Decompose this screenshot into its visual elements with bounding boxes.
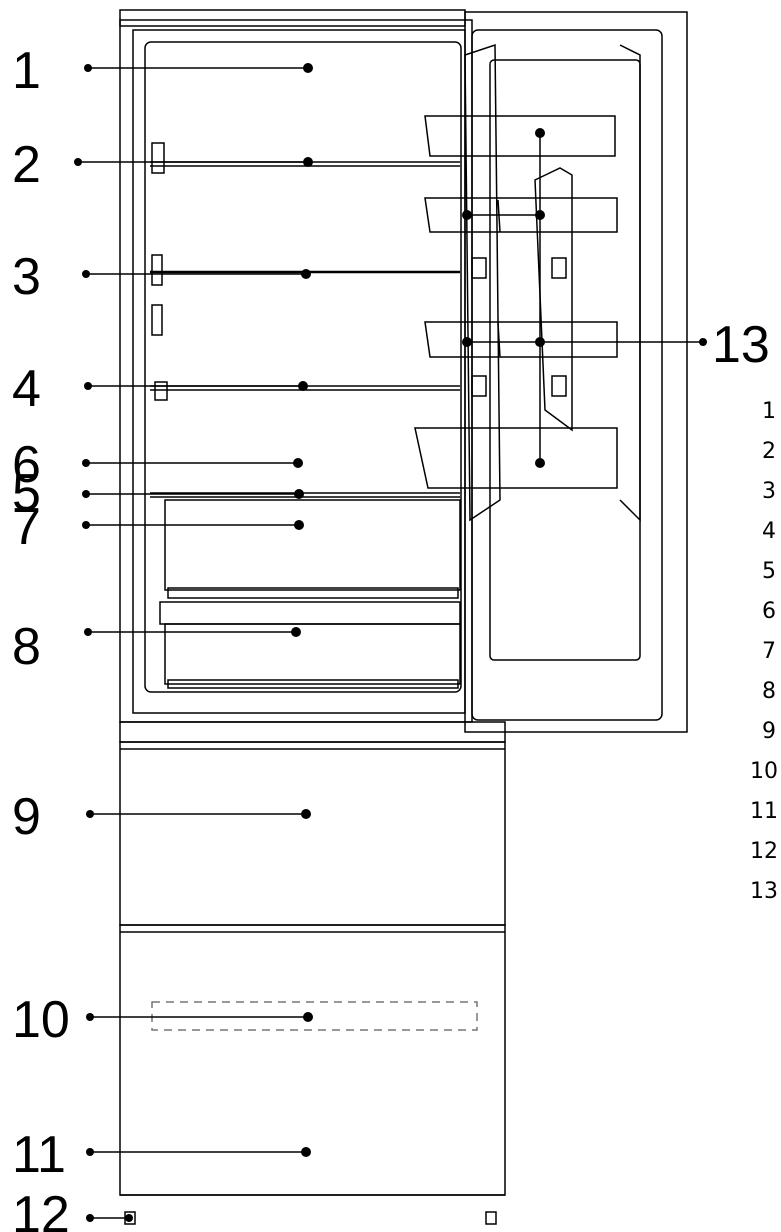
dot — [535, 458, 545, 468]
dot — [462, 337, 472, 347]
dot — [535, 210, 545, 220]
dot — [301, 1147, 311, 1157]
door-side-rail — [619, 44, 641, 522]
dot — [699, 338, 707, 346]
dot — [294, 489, 304, 499]
fridge-door — [464, 11, 688, 733]
shelf-support — [154, 381, 168, 401]
legend-list: 1 2 3 4 5 6 7 8 9 10 11 12 13 — [750, 399, 778, 904]
leader-lines — [78, 67, 703, 1219]
dot — [86, 1013, 94, 1021]
callout-13: 13 — [712, 316, 770, 374]
dot — [301, 269, 311, 279]
dot — [535, 337, 545, 347]
callout-10: 10 — [12, 991, 70, 1049]
freezer-drawer-9 — [119, 741, 506, 926]
dot — [294, 520, 304, 530]
door-bin-3 — [424, 321, 618, 358]
callout-2: 2 — [12, 136, 41, 194]
door-bin-top — [424, 115, 616, 157]
foot-right — [485, 1211, 497, 1225]
door-bin-bottom — [414, 427, 618, 489]
callout-12: 12 — [12, 1186, 70, 1232]
legend-number: 13 — [750, 879, 778, 904]
dot — [298, 381, 308, 391]
dot — [462, 210, 472, 220]
legend-number: 12 — [750, 839, 778, 864]
legend-number: 11 — [750, 799, 778, 824]
hinge-strip — [119, 721, 506, 743]
dot — [86, 1148, 94, 1156]
fridge-top-edge — [119, 9, 466, 27]
dot — [82, 490, 90, 498]
door-liner-outer — [471, 29, 663, 721]
dot — [301, 809, 311, 819]
callout-8: 8 — [12, 618, 41, 676]
legend-number: 7 — [762, 639, 776, 664]
dot — [293, 458, 303, 468]
legend-number: 9 — [762, 719, 776, 744]
crisper-drawer-6-lip — [167, 587, 459, 599]
legend-number: 5 — [762, 559, 776, 584]
dot — [82, 521, 90, 529]
legend-number: 10 — [750, 759, 778, 784]
dot — [86, 810, 94, 818]
legend-number: 6 — [762, 599, 776, 624]
bin-clip — [551, 257, 567, 279]
legend-number: 4 — [762, 519, 776, 544]
dot — [303, 1012, 313, 1022]
dot — [84, 64, 92, 72]
callout-7: 7 — [12, 498, 41, 556]
crisper-drawer-6 — [164, 499, 461, 591]
shelf-support — [151, 304, 163, 336]
crisper-drawer-8 — [164, 623, 461, 685]
door-gasket — [464, 43, 501, 522]
callout-9: 9 — [12, 788, 41, 846]
crisper-drawer-8-lip — [167, 679, 459, 689]
fridge-drawing — [119, 9, 688, 1225]
bin-clip — [471, 257, 487, 279]
bin-clip — [471, 375, 487, 397]
dot — [535, 128, 545, 138]
legend-number: 1 — [762, 399, 776, 424]
callout-6: 6 — [12, 436, 41, 494]
callout-dots — [74, 63, 707, 1222]
dot — [125, 1214, 133, 1222]
door-bin-2 — [424, 197, 618, 233]
door-bin-divider — [497, 322, 501, 358]
legend-number: 2 — [762, 439, 776, 464]
callout-3: 3 — [12, 248, 41, 306]
shelf-support — [151, 142, 165, 174]
door-bottle-holder — [534, 167, 573, 432]
callout-1: 1 — [12, 42, 41, 100]
dot — [303, 63, 313, 73]
dashed-compartment-10 — [151, 1001, 478, 1031]
legend-number: 8 — [762, 679, 776, 704]
dot — [291, 627, 301, 637]
bin-clip — [551, 375, 567, 397]
legend-number: 3 — [762, 479, 776, 504]
drawer-cover-7 — [159, 601, 461, 625]
callout-labels: 1 2 3 4 5 6 7 8 9 10 11 12 13 — [12, 42, 770, 1232]
freezer-drawer-lower — [119, 924, 506, 1196]
dot — [84, 382, 92, 390]
door-liner-inner — [489, 59, 641, 661]
dot — [303, 157, 313, 167]
door-bin-divider — [497, 199, 501, 233]
dot — [82, 459, 90, 467]
callout-5: 5 — [12, 464, 41, 522]
dot — [82, 270, 90, 278]
callout-4: 4 — [12, 360, 41, 418]
fridge-liner — [144, 41, 462, 693]
shelf-support — [151, 254, 163, 286]
callout-11: 11 — [12, 1126, 66, 1184]
dot — [86, 1214, 94, 1222]
dot — [74, 158, 82, 166]
dot — [84, 628, 92, 636]
fridge-compartment — [119, 19, 473, 723]
fridge-inner-wall — [132, 29, 466, 714]
